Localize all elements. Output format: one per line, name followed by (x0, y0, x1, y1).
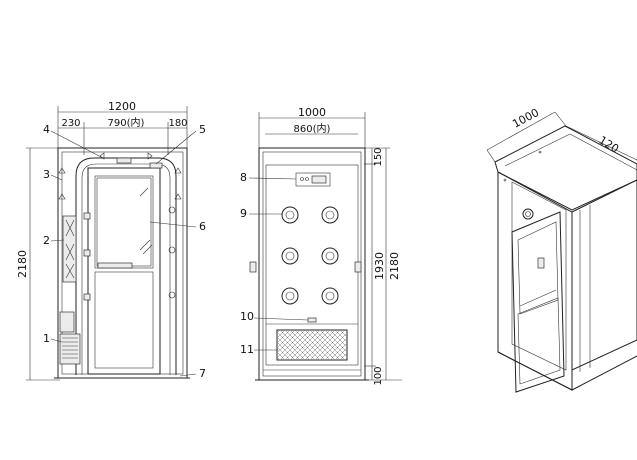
front-view: 1200 230 790(内) 180 2180 (16, 100, 206, 381)
callout-2: 2 (43, 234, 50, 247)
dim-inner-height: 1930 (373, 252, 386, 280)
nozzle-grid (281, 206, 339, 305)
dim-right-offset: 180 (168, 118, 187, 129)
dim-side-overall-width: 1000 (298, 106, 326, 119)
dim-left-offset: 230 (61, 118, 80, 129)
callout-5: 5 (199, 123, 206, 136)
side-view: 1000 860(内) 150 1930 2180 100 (240, 106, 402, 386)
callout-1: 1 (43, 332, 50, 345)
callout-9: 9 (240, 207, 247, 220)
callout-7: 7 (199, 367, 206, 380)
dim-bottom: 100 (373, 366, 384, 385)
dim-side-inner-width: 860(内) (294, 122, 331, 135)
callout-10: 10 (240, 310, 254, 323)
dim-top: 150 (373, 147, 384, 166)
dim-overall-width: 1200 (108, 100, 136, 113)
callout-3: 3 (43, 168, 50, 181)
dim-side-overall-height: 2180 (388, 252, 401, 280)
callout-11: 11 (240, 343, 254, 356)
callout-4: 4 (43, 123, 50, 136)
dim-iso-width: 1000 (510, 106, 541, 131)
callout-6: 6 (199, 220, 206, 233)
dim-overall-height: 2180 (16, 250, 29, 278)
callout-8: 8 (240, 171, 247, 184)
isometric-view: 1000 120 (486, 106, 637, 393)
dim-inner-width: 790(内) (108, 116, 145, 129)
